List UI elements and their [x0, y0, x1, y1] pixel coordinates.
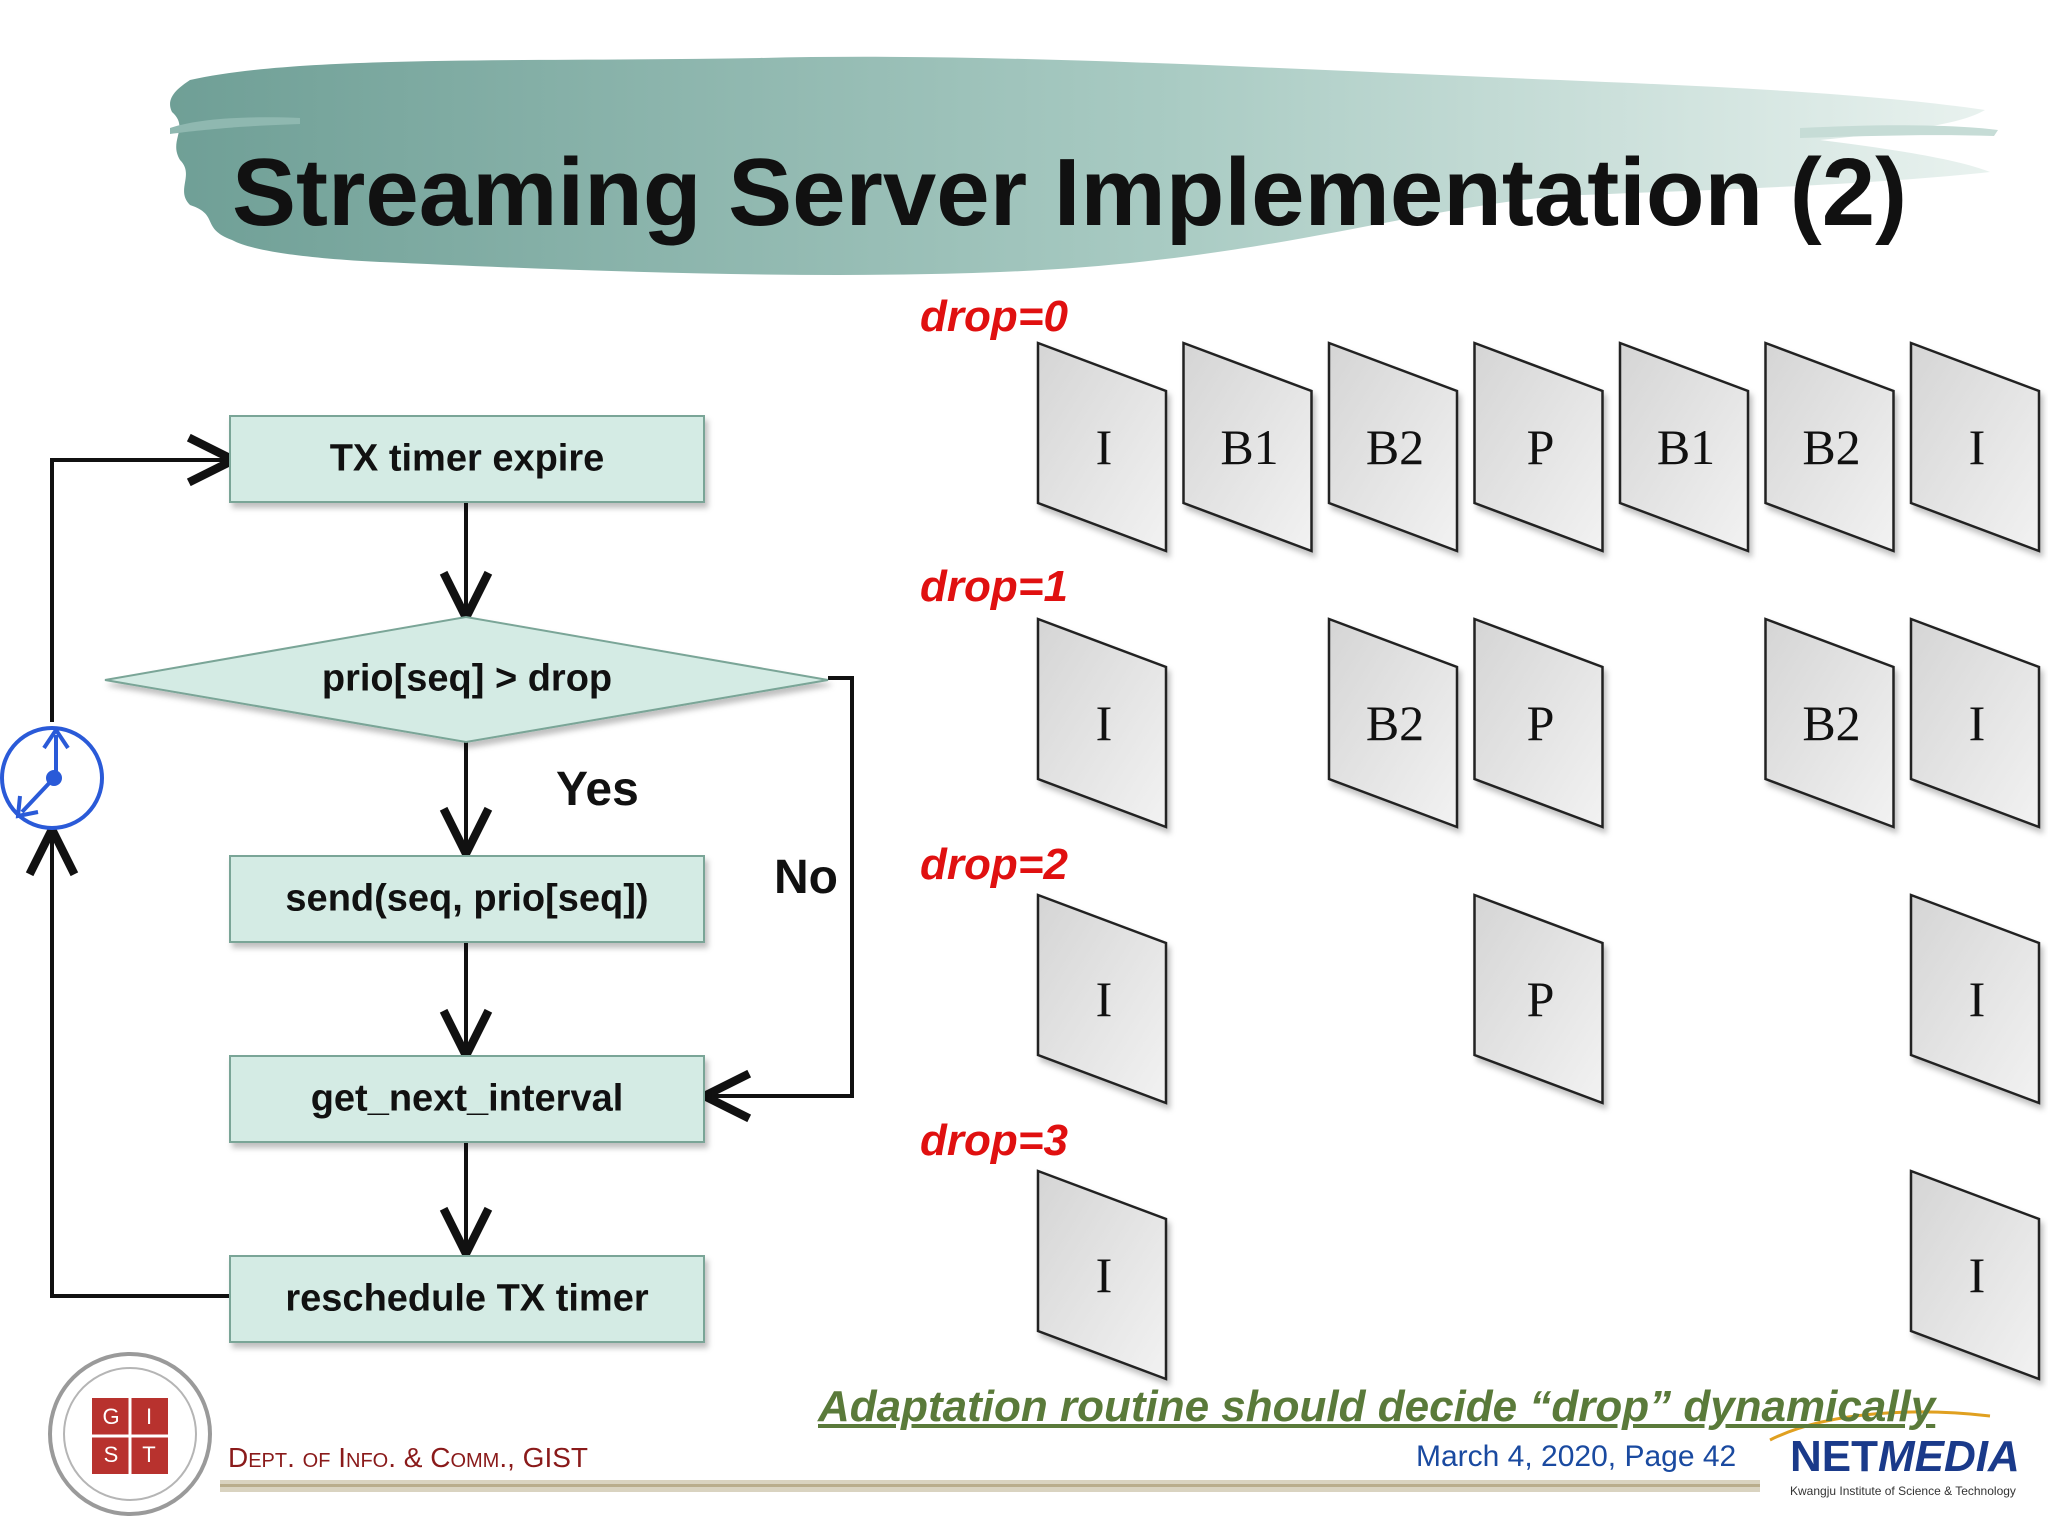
frame-box	[1764, 617, 1895, 829]
seal-letter: S	[103, 1442, 119, 1467]
box-get-next-interval	[229, 1055, 705, 1143]
frame-type-label: B1	[1220, 419, 1279, 475]
drop-label-1: drop=1	[920, 562, 1068, 611]
frame-box	[1473, 341, 1604, 553]
arrow-loop-to-tx	[50, 460, 228, 722]
clock-icon	[0, 726, 104, 830]
frame-box	[1473, 617, 1604, 829]
netmedia-logo: NETMEDIA	[1790, 1432, 2020, 1482]
diamond-prio-check	[104, 615, 829, 744]
department-text: Dept. of Info. & Comm., GIST	[228, 1442, 589, 1473]
yes-branch-label: Yes	[556, 763, 639, 816]
frame-type-label: I	[1968, 695, 1986, 751]
netmedia-logo-media: MEDIA	[1878, 1432, 2020, 1481]
frame-type-label: P	[1526, 971, 1555, 1027]
netmedia-swoosh	[1769, 1410, 1991, 1442]
frame-type-label: B2	[1802, 419, 1861, 475]
frame-type-label: I	[1968, 971, 1986, 1027]
seal-letter: I	[145, 1404, 153, 1429]
frame-box	[1036, 893, 1168, 1105]
frame-type-label: I	[1095, 419, 1113, 475]
reschedule-label: reschedule TX timer	[285, 1277, 649, 1320]
frame-type-label: I	[1095, 1247, 1113, 1303]
department-label: Dept. of Info. & Comm., GIST	[228, 1442, 588, 1474]
frame-box	[1909, 893, 2041, 1105]
seal-letter: T	[142, 1442, 156, 1467]
box-reschedule	[229, 1255, 705, 1343]
tx-timer-expire-label: TX timer expire	[329, 437, 605, 480]
frame-box	[1327, 341, 1459, 553]
flowchart-connectors	[50, 460, 854, 1298]
page-title: Streaming Server Implementation (2)	[232, 139, 1908, 246]
frame-box	[1327, 617, 1459, 829]
frame-box	[1909, 617, 2041, 829]
frame-type-label: I	[1968, 1247, 1986, 1303]
netmedia-logo-net: NET	[1790, 1432, 1878, 1481]
decision-label: prio[seq] > drop	[321, 657, 613, 700]
flowchart-shapes	[104, 415, 829, 1343]
frame-box	[1618, 341, 1750, 553]
frame-box	[1473, 893, 1604, 1105]
get-next-interval-label: get_next_interval	[310, 1077, 624, 1120]
frame-type-label: B2	[1802, 695, 1861, 751]
frame-box	[1182, 341, 1313, 553]
frame-type-label: P	[1526, 695, 1555, 751]
frame-type-label: I	[1095, 695, 1113, 751]
frame-box	[1036, 617, 1168, 829]
footer-strip	[220, 1480, 1760, 1492]
adaptation-note: Adaptation routine should decide “drop” …	[818, 1382, 1936, 1431]
drop-label-0: drop=0	[920, 292, 1068, 341]
frame-grid	[1036, 341, 2041, 1381]
frame-type-label: B1	[1656, 419, 1716, 475]
frame-type-label: I	[1968, 419, 1986, 475]
no-branch-label: No	[774, 851, 838, 904]
frame-box	[1909, 1169, 2041, 1381]
frame-box	[1036, 341, 1168, 553]
arrow-no-branch	[710, 676, 854, 1096]
netmedia-subtitle: Kwangju Institute of Science & Technolog…	[1790, 1484, 2016, 1498]
drop-label-2: drop=2	[920, 840, 1068, 889]
date-page-label: March 4, 2020, Page 42	[1416, 1440, 1737, 1473]
title-banner	[170, 56, 1998, 275]
seal-letter: G	[102, 1404, 120, 1429]
gist-seal-logo	[48, 1352, 212, 1516]
drop-label-3: drop=3	[920, 1116, 1068, 1165]
box-tx-timer-expire	[229, 415, 705, 503]
frame-box	[1764, 341, 1895, 553]
box-send	[229, 855, 705, 943]
send-label: send(seq, prio[seq])	[285, 877, 649, 920]
frame-type-label: B2	[1365, 419, 1425, 475]
arrow-loop-up	[52, 835, 230, 1298]
frame-box	[1909, 341, 2041, 553]
frame-box	[1036, 1169, 1168, 1381]
frame-type-label: B2	[1365, 695, 1425, 751]
frame-type-label: I	[1095, 971, 1113, 1027]
frame-type-label: P	[1526, 419, 1555, 475]
